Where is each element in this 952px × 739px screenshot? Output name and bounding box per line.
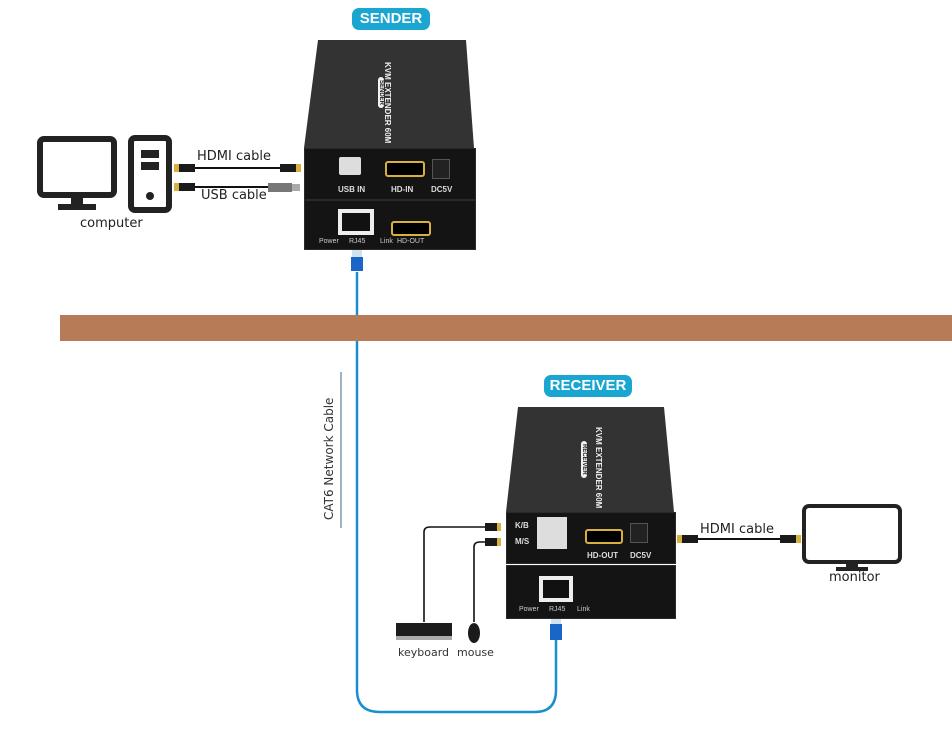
port-label-receiver-dc5v: DC5V xyxy=(630,551,652,560)
receiver-rj45-port xyxy=(539,576,573,602)
dc5v-port xyxy=(432,159,450,179)
keyboard-cable xyxy=(423,523,501,622)
port-label-kb: K/B xyxy=(515,521,529,530)
computer-tower-icon xyxy=(128,135,172,213)
receiver-rj45-plug xyxy=(550,617,562,640)
computer-monitor-icon xyxy=(37,136,117,210)
usb-ports xyxy=(537,517,567,549)
hd-out-port xyxy=(391,221,431,236)
usb-cable-computer xyxy=(174,183,300,192)
port-label-hd-in: HD-IN xyxy=(391,185,414,194)
receiver-top-label: KVM EXTENDER 60M xyxy=(594,427,603,509)
receiver-badge: RECEIVER xyxy=(544,375,632,397)
monitor-icon xyxy=(802,504,902,571)
receiver-front-panel: K/B M/S HD-OUT DC5V xyxy=(506,512,676,564)
usb-cable-label: USB cable xyxy=(201,188,267,203)
receiver-rear-panel: Power RJ45 Link xyxy=(506,565,676,619)
port-label-receiver-hd-out: HD-OUT xyxy=(587,551,619,560)
cat6-cable xyxy=(355,272,558,714)
receiver-device-top xyxy=(506,407,674,512)
hd-in-port xyxy=(385,161,425,177)
monitor-hdmi-cable-label: HDMI cable xyxy=(700,522,774,537)
sender-top-pill: SENDER xyxy=(378,77,384,109)
receiver-top-pill: RECEIVER xyxy=(581,441,587,478)
computer-label: computer xyxy=(80,216,143,231)
sender-rj45-port xyxy=(338,209,374,235)
port-label-hd-out: HD-OUT xyxy=(397,238,425,245)
sender-rj45-plug xyxy=(351,250,363,271)
port-label-receiver-rj45: RJ45 xyxy=(549,606,566,613)
port-label-receiver-power: Power xyxy=(519,606,539,613)
port-label-power: Power xyxy=(319,238,339,245)
monitor-label: monitor xyxy=(829,570,880,585)
sender-top-label: KVM EXTENDER 60M xyxy=(383,62,392,144)
hdmi-cable-computer xyxy=(174,164,301,172)
hdmi-cable-label: HDMI cable xyxy=(197,149,271,164)
sender-front-panel: USB IN HD-IN DC5V xyxy=(304,148,476,200)
sender-device-top xyxy=(304,40,474,148)
port-label-usb-in: USB IN xyxy=(338,185,366,194)
hdmi-cable-monitor xyxy=(677,535,801,543)
cat6-label: CAT6 Network Cable xyxy=(322,397,336,520)
port-label-rj45: RJ45 xyxy=(349,238,366,245)
sender-rear-panel: Power RJ45 Link HD-OUT xyxy=(304,200,476,250)
receiver-hd-out-port xyxy=(585,529,623,544)
port-label-link: Link xyxy=(380,238,393,245)
sender-badge: SENDER xyxy=(352,8,430,30)
usb-in-port xyxy=(339,157,361,175)
section-divider xyxy=(60,315,952,341)
keyboard-label: keyboard xyxy=(398,646,450,659)
port-label-ms: M/S xyxy=(515,537,530,546)
mouse-cable xyxy=(473,538,501,622)
receiver-dc5v-port xyxy=(630,523,648,543)
port-label-receiver-link: Link xyxy=(577,606,590,613)
mouse-label: mouse xyxy=(457,646,494,659)
mouse-icon xyxy=(468,623,480,643)
keyboard-icon xyxy=(396,623,452,640)
port-label-dc5v: DC5V xyxy=(431,185,453,194)
